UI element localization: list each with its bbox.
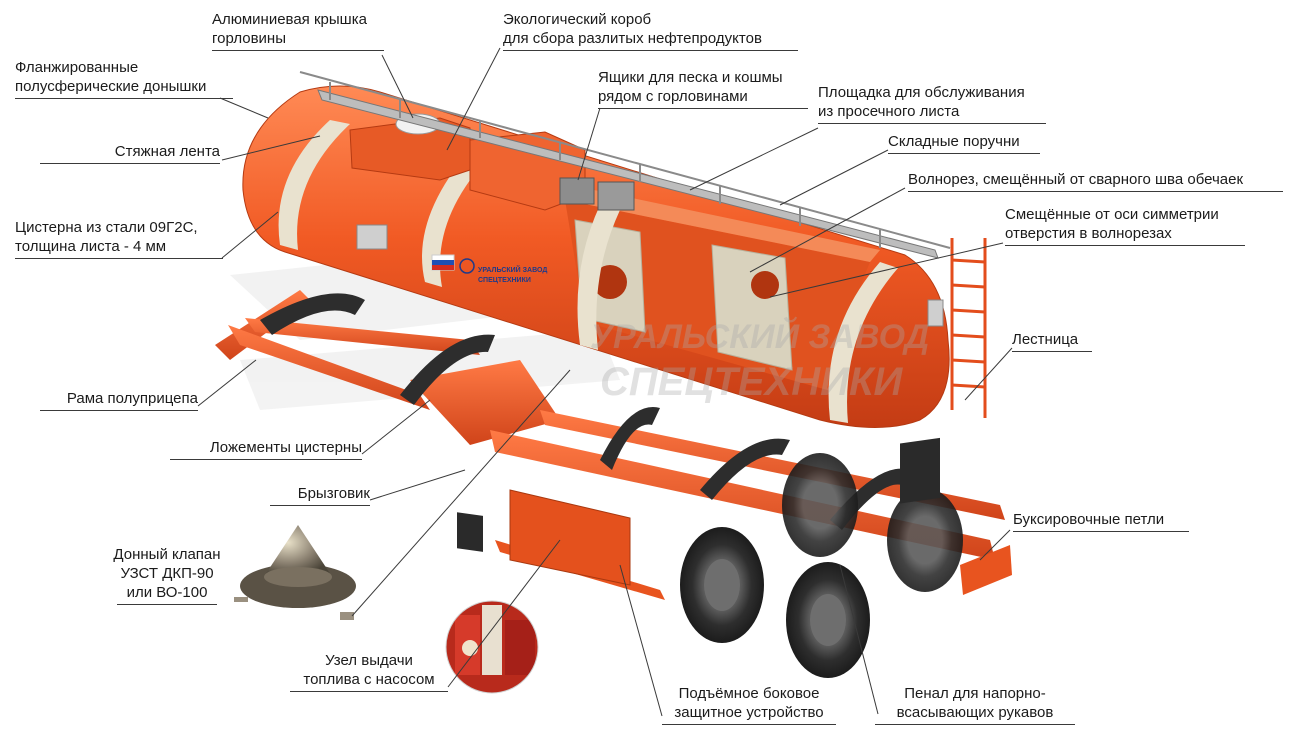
baffle-hole-2 xyxy=(751,271,779,299)
label-frame: Рама полуприцепа xyxy=(40,389,198,411)
sand-box-2 xyxy=(597,181,635,211)
label-tank-steel: Цистерна из стали 09Г2С,толщина листа - … xyxy=(15,218,223,259)
sand-box-1 xyxy=(559,177,595,205)
tank-logo-emblem xyxy=(459,258,475,274)
baffle-hole-1 xyxy=(593,265,627,299)
side-plate xyxy=(356,224,388,250)
watermark-line-2: СПЕЦТЕХНИКИ xyxy=(600,360,903,404)
label-ladder: Лестница xyxy=(1012,330,1092,352)
label-strap: Стяжная лента xyxy=(40,142,220,164)
wheel-front-inner xyxy=(782,453,858,557)
rear-plate xyxy=(927,299,944,327)
hose-case xyxy=(509,489,631,586)
leader-lines xyxy=(197,47,1013,717)
fuel-pump-detail xyxy=(445,600,539,694)
ladder xyxy=(950,238,987,418)
strap-2 xyxy=(422,150,490,287)
label-cradles: Ложементы цистерны xyxy=(170,438,362,460)
strap-4 xyxy=(828,262,898,423)
tow-bar xyxy=(960,545,1012,595)
mudflap-rear xyxy=(900,437,940,504)
tank-logo-text-2: СПЕЦТЕХНИКИ xyxy=(478,277,531,284)
label-mudflap: Брызговик xyxy=(270,484,370,506)
bottom-valve xyxy=(234,525,356,620)
strap-3 xyxy=(577,205,620,350)
strap-1 xyxy=(278,120,350,250)
mudflap-front xyxy=(457,512,483,552)
label-folding-rails: Складные поручни xyxy=(888,132,1040,154)
wheels xyxy=(457,437,963,678)
frame-main-rail xyxy=(490,430,995,560)
label-hose-case: Пенал для напорно-всасывающих рукавов xyxy=(875,684,1075,725)
tank-logo-text-1: УРАЛЬСКИЙ ЗАВОД xyxy=(478,265,547,274)
label-tow-loops: Буксировочные петли xyxy=(1013,510,1189,532)
wheel-rear-inner xyxy=(887,488,963,592)
watermark-line-1: УРАЛЬСКИЙ ЗАВОД xyxy=(590,318,930,356)
label-baffle: Волнорез, смещённый от сварного шва обеч… xyxy=(908,170,1283,192)
folding-handrails xyxy=(299,71,951,249)
